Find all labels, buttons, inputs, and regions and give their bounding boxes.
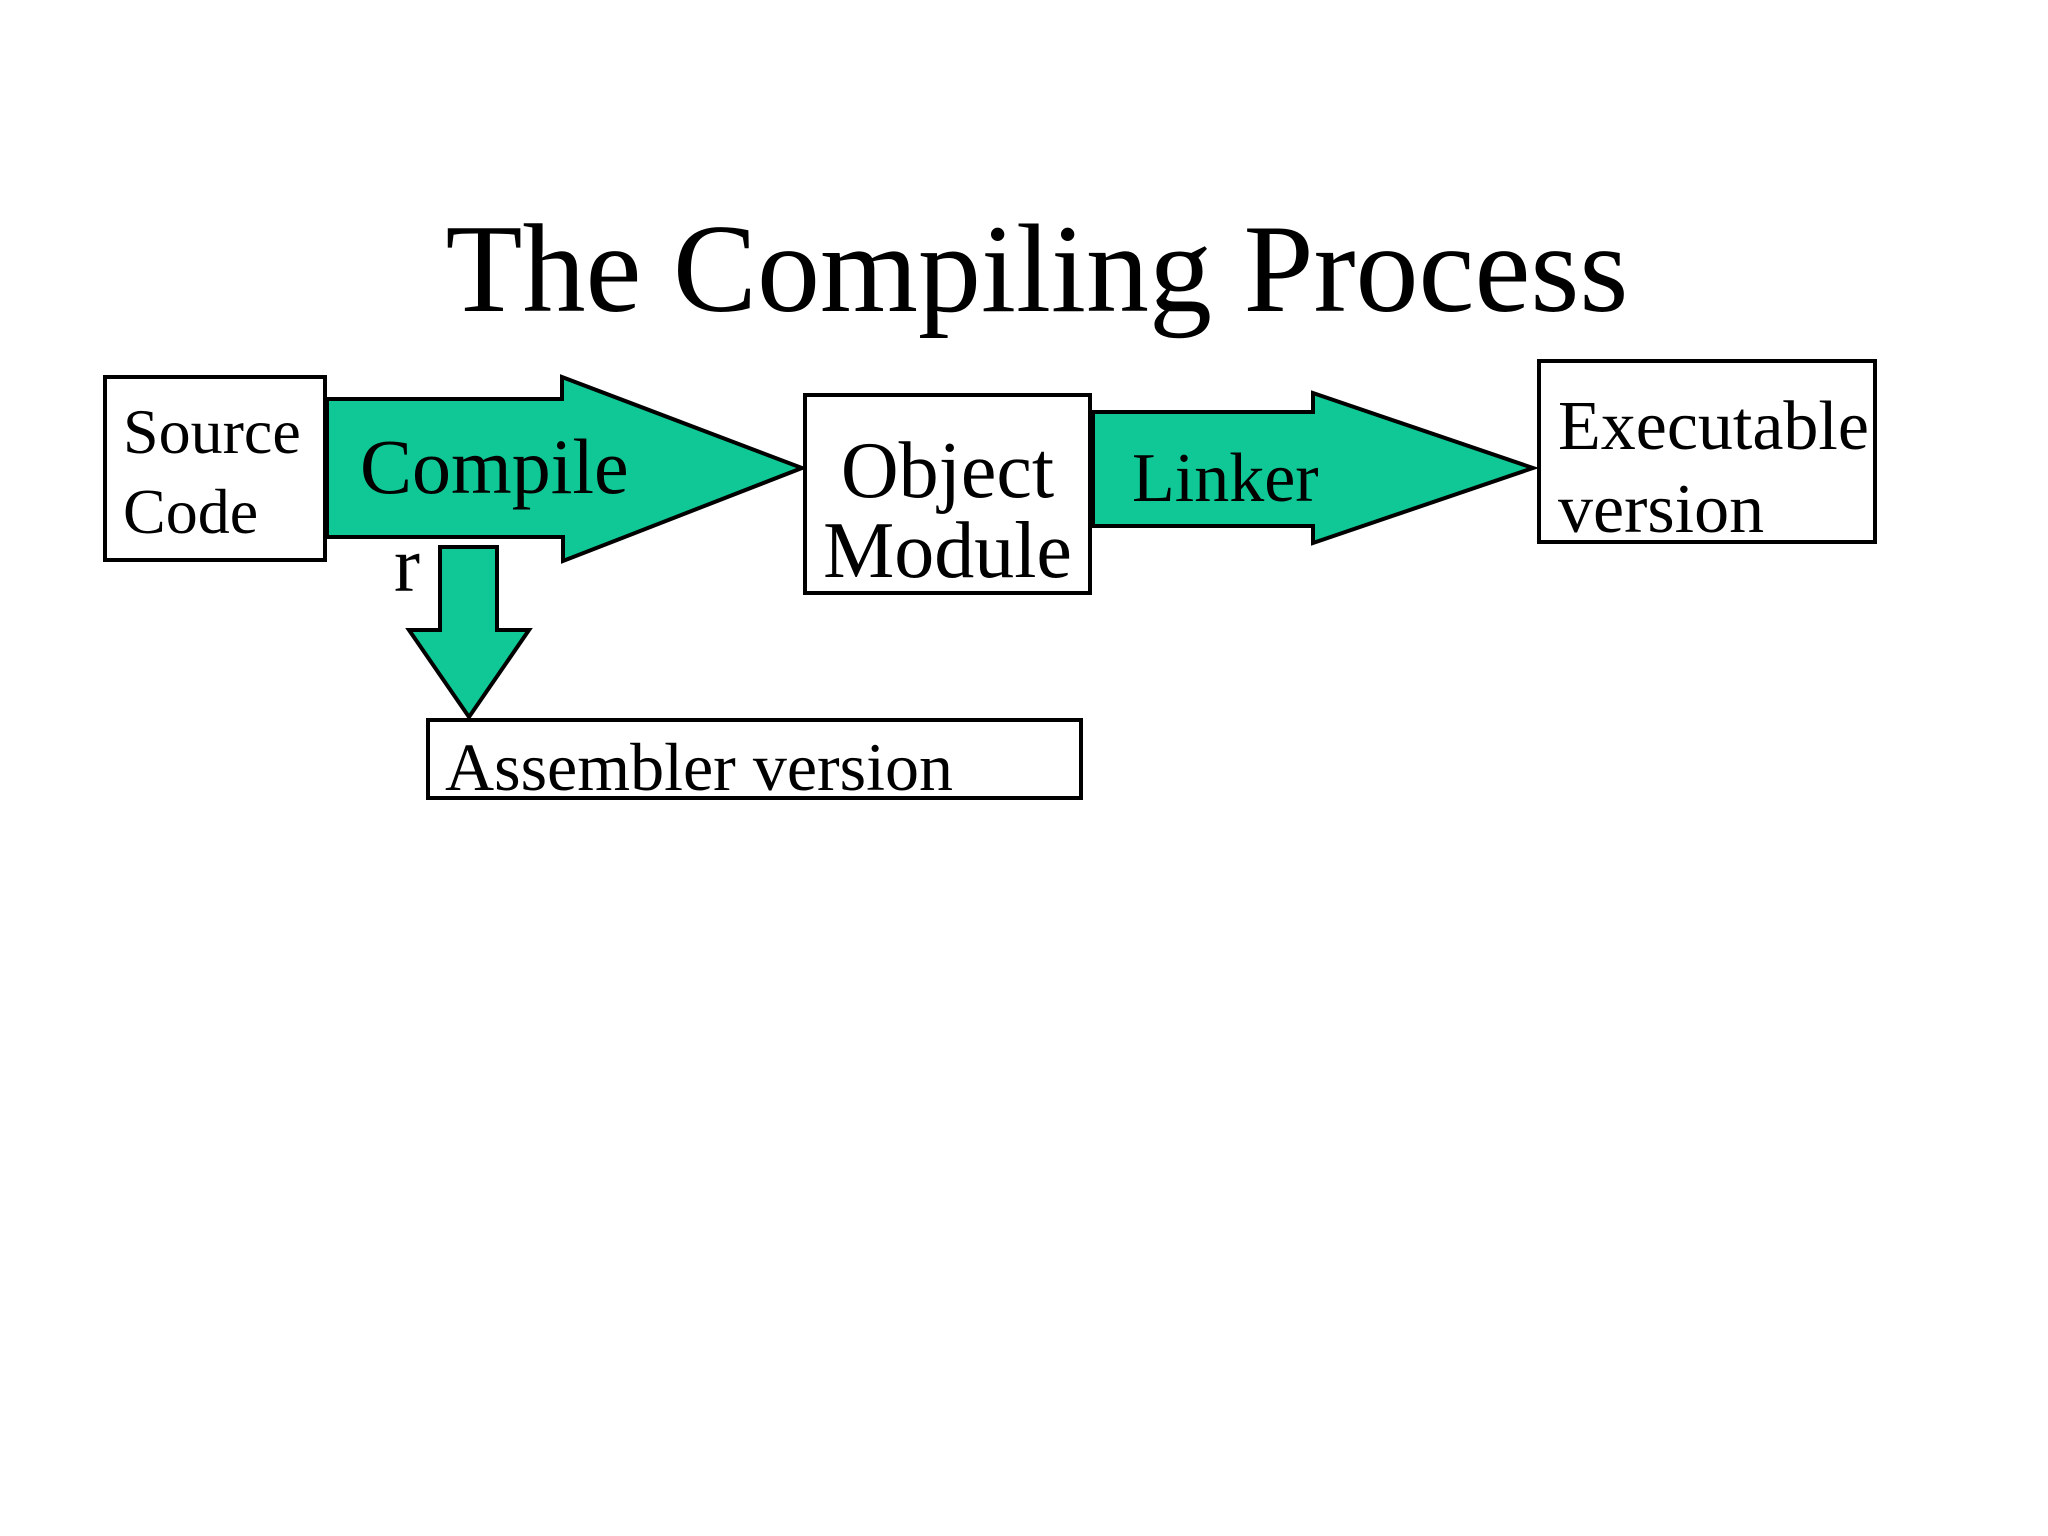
compiler-arrow-label-line1: Compile: [360, 423, 629, 510]
object-module-box: Object Module: [803, 393, 1092, 595]
executable-version-label: Executable version: [1558, 388, 1869, 548]
linker-arrow-label: Linker: [1132, 440, 1319, 517]
assembler-version-label: Assembler version: [445, 729, 954, 805]
assembler-version-box: Assembler version: [426, 718, 1083, 804]
compiler-arrow-right-icon: [325, 374, 808, 564]
compiler-arrow-label-line2: r: [394, 521, 420, 608]
compiler-down-arrow-icon: [405, 545, 533, 721]
executable-version-box: Executable version: [1537, 359, 1877, 548]
source-code-box: Source Code: [103, 375, 327, 562]
object-module-label: Object Module: [823, 427, 1072, 595]
source-code-label: Source Code: [123, 396, 301, 547]
slide-title: The Compiling Process: [445, 200, 1629, 339]
linker-arrow-right-icon: [1091, 390, 1540, 546]
